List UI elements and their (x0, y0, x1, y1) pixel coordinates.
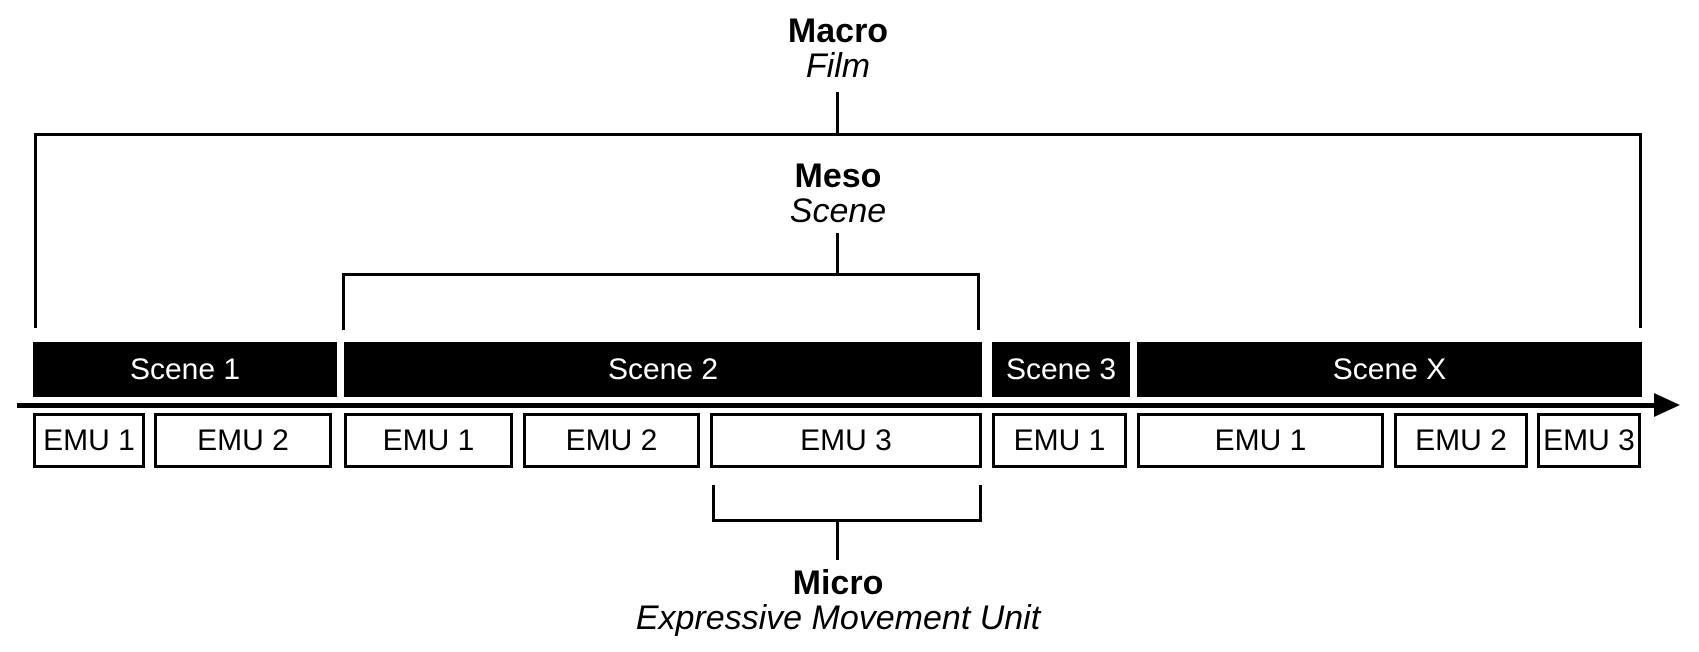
emu-box: EMU 1 (344, 413, 513, 468)
scene-bar: Scene X (1137, 342, 1642, 397)
meso-level-name: Meso (794, 157, 882, 195)
macro-label: Macro Film (588, 14, 1088, 84)
scene-bar: Scene 1 (33, 342, 337, 397)
macro-level-name: Macro (787, 12, 889, 50)
micro-level-descriptor: Expressive Movement Unit (635, 599, 1041, 637)
emu-box: EMU 1 (1137, 413, 1384, 468)
micro-label: Micro Expressive Movement Unit (588, 566, 1088, 636)
emu-box: EMU 3 (710, 413, 982, 468)
meso-level-descriptor: Scene (789, 192, 887, 230)
emu-box: EMU 2 (523, 413, 700, 468)
macro-connector-line (836, 92, 839, 133)
meso-connector-line (836, 233, 839, 273)
meso-bracket (342, 273, 980, 330)
emu-box: EMU 2 (1394, 413, 1528, 468)
timeline-arrow-line (17, 403, 1658, 408)
micro-level-name: Micro (792, 564, 884, 602)
emu-box: EMU 1 (33, 413, 145, 468)
macro-level-descriptor: Film (805, 47, 871, 85)
emu-box: EMU 1 (992, 413, 1127, 468)
scene-bar: Scene 3 (992, 342, 1130, 397)
emu-box: EMU 2 (154, 413, 332, 468)
micro-bracket (712, 485, 982, 522)
timeline-arrow-head-icon (1654, 393, 1680, 417)
micro-connector-line (836, 522, 839, 560)
meso-label: Meso Scene (588, 159, 1088, 229)
emu-box: EMU 3 (1537, 413, 1641, 468)
macro-bracket (34, 133, 1642, 328)
scene-bar: Scene 2 (344, 342, 982, 397)
